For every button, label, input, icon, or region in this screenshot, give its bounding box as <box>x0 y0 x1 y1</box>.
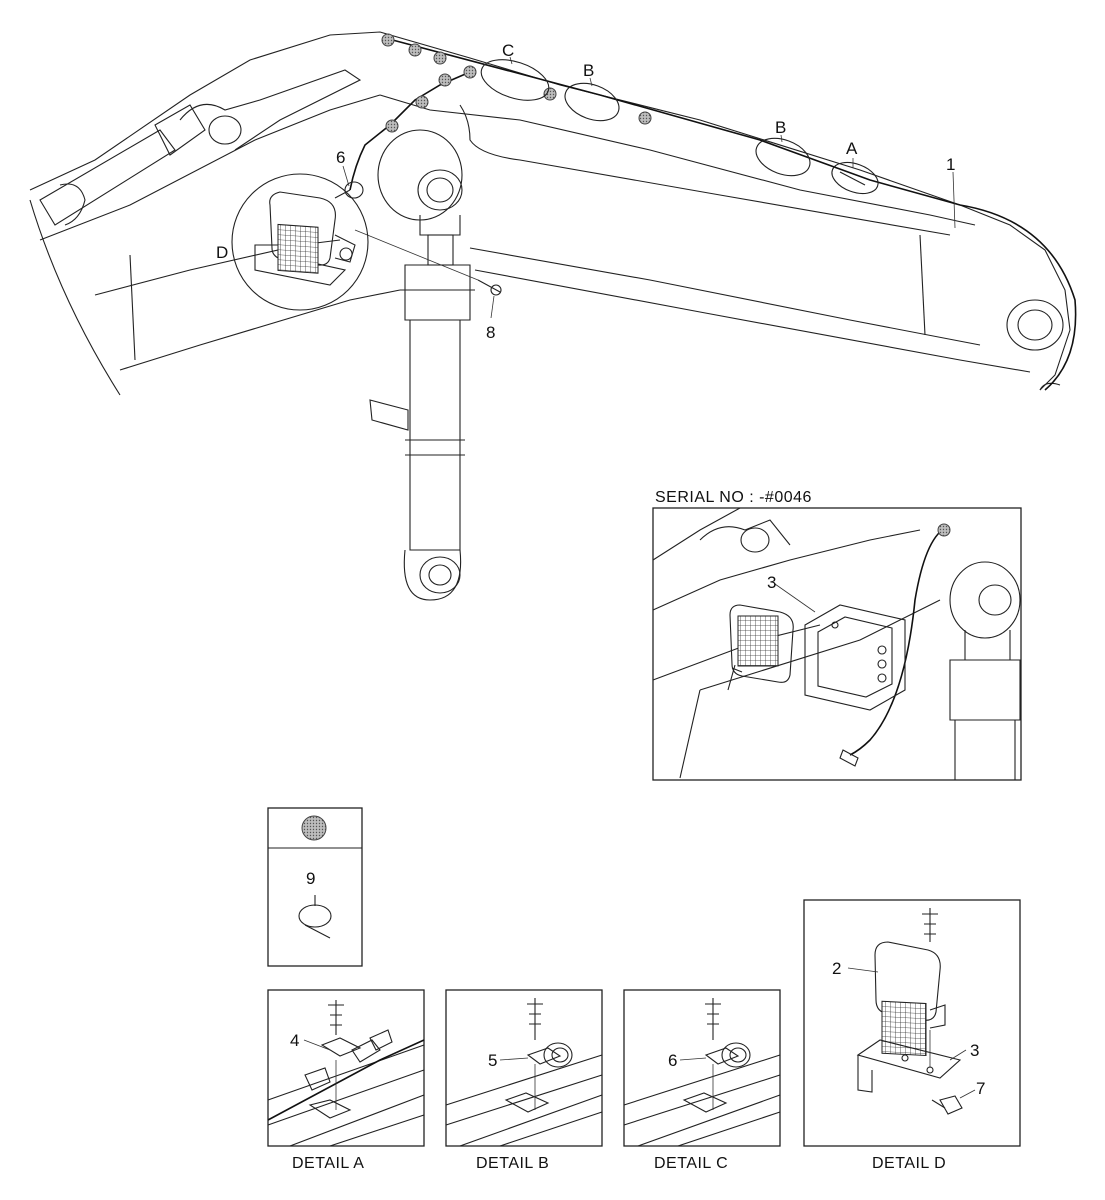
callout-5: 5 <box>488 1051 497 1070</box>
callout-8: 8 <box>486 323 495 342</box>
detail-b-caption: DETAIL B <box>476 1155 549 1172</box>
callout-7: 7 <box>976 1079 985 1098</box>
callout-a: A <box>846 139 858 158</box>
detail-c-caption: DETAIL C <box>654 1155 728 1172</box>
detail-a-marker <box>831 161 879 195</box>
detail-a-caption: DETAIL A <box>292 1155 364 1172</box>
callout-9: 9 <box>306 869 315 888</box>
callout-d: D <box>216 243 228 262</box>
detail-d-marker <box>231 173 369 311</box>
wire-harness <box>384 37 1077 391</box>
boom-cylinder <box>369 129 475 601</box>
detail-b-marker <box>564 82 620 122</box>
boom-main-view: 1 6 8 A B B C D <box>29 31 1077 601</box>
callout-2: 2 <box>832 959 841 978</box>
callout-6: 6 <box>336 148 345 167</box>
serial-inset: SERIAL NO : -#0046 3 <box>652 489 1022 781</box>
detail-c-panel: 6 DETAIL C <box>623 989 781 1172</box>
detail-d-panel: 2 3 7 DETAIL D <box>803 899 1021 1172</box>
callout-1: 1 <box>946 155 955 174</box>
callout-4: 4 <box>290 1031 299 1050</box>
callout-c: C <box>502 41 514 60</box>
clamp-markers <box>381 33 652 133</box>
clamp-legend: 9 <box>267 807 363 967</box>
detail-b2-marker <box>755 137 811 177</box>
serial-note: SERIAL NO : -#0046 <box>655 489 812 506</box>
callout-6-detail: 6 <box>668 1051 677 1070</box>
callout-3-inset: 3 <box>767 573 776 592</box>
detail-d-caption: DETAIL D <box>872 1155 946 1172</box>
detail-c-marker <box>480 59 550 101</box>
detail-a-panel: 4 DETAIL A <box>267 989 425 1172</box>
callout-b: B <box>583 61 594 80</box>
detail-b-panel: 5 DETAIL B <box>445 989 603 1172</box>
callout-3: 3 <box>970 1041 979 1060</box>
callout-b-2: B <box>775 118 786 137</box>
